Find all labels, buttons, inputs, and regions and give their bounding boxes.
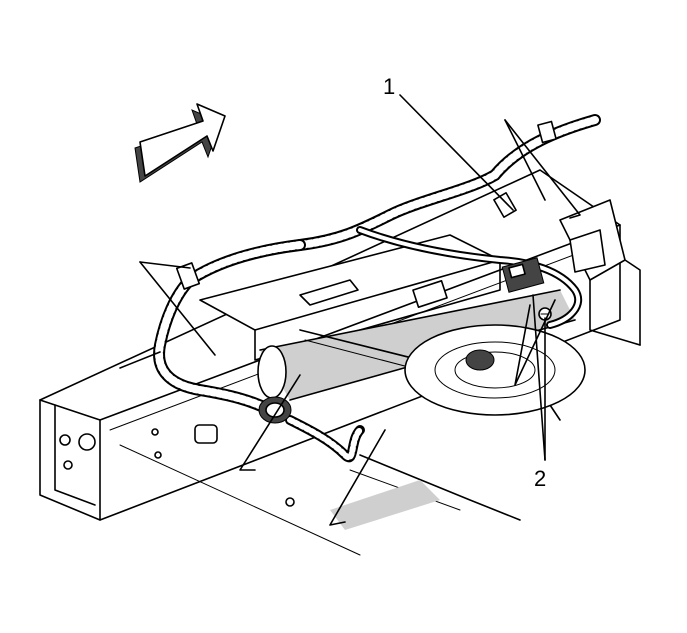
callout-2-label: 2 xyxy=(534,466,546,491)
tank-bracket xyxy=(559,199,641,346)
view-indicators xyxy=(139,119,581,526)
spare-tire xyxy=(404,324,586,416)
lower-frame-rail xyxy=(330,454,521,530)
direction-arrow-icon xyxy=(134,103,226,183)
harness-connector-rear xyxy=(501,257,545,293)
cross-member xyxy=(199,234,501,361)
callout-1: 1 xyxy=(383,74,514,211)
callout-1-label: 1 xyxy=(383,74,395,99)
harness-connector-main xyxy=(194,396,292,444)
callout-2: 2 xyxy=(532,294,546,491)
